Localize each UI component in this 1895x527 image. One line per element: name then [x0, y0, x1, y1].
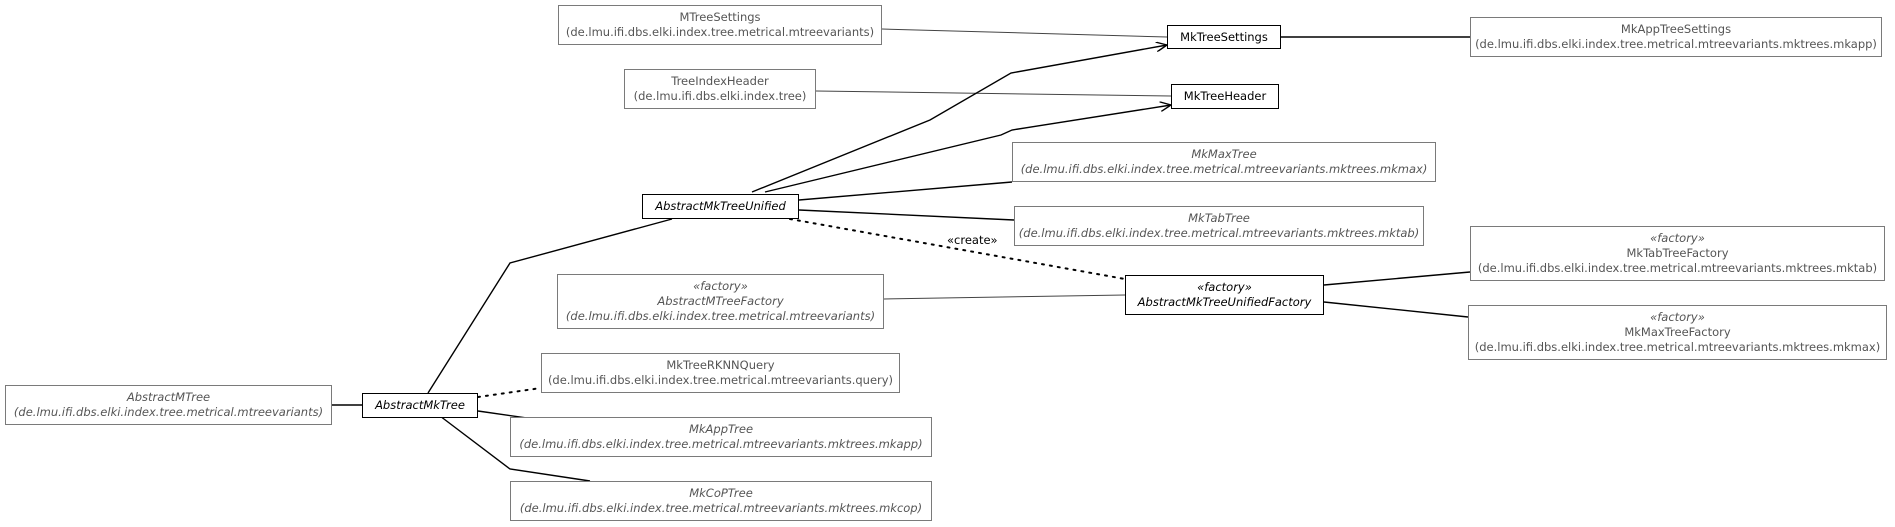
node-mktreeheader[interactable]: MkTreeHeader: [1171, 84, 1279, 109]
node-name: MTreeSettings: [679, 10, 761, 24]
node-name: AbstractMkTree: [375, 398, 465, 412]
node-mkapptreesettings[interactable]: MkAppTreeSettings (de.lmu.ifi.dbs.elki.i…: [1470, 17, 1882, 57]
node-name: MkTreeRKNNQuery: [666, 358, 775, 372]
node-name: MkAppTree: [688, 422, 754, 436]
node-abstractmtreefactory[interactable]: «factory» AbstractMTreeFactory (de.lmu.i…: [557, 274, 884, 329]
node-abstractmktree[interactable]: AbstractMkTree: [362, 393, 478, 418]
node-package: (de.lmu.ifi.dbs.elki.index.tree.metrical…: [519, 501, 923, 515]
edge-unified-mkmaxtree: [798, 181, 1013, 201]
node-mkapptree[interactable]: MkAppTree (de.lmu.ifi.dbs.elki.index.tre…: [510, 417, 932, 457]
node-name: MkCoPTree: [689, 486, 753, 500]
node-abstractmktreeunifiedfactory[interactable]: «factory» AbstractMkTreeUnifiedFactory: [1125, 275, 1324, 315]
node-mkmaxtree[interactable]: MkMaxTree (de.lmu.ifi.dbs.elki.index.tre…: [1012, 142, 1436, 182]
node-stereotype: «factory»: [693, 279, 748, 293]
node-abstractmtree[interactable]: AbstractMTree (de.lmu.ifi.dbs.elki.index…: [5, 385, 332, 425]
node-name: MkAppTreeSettings: [1620, 22, 1732, 36]
node-name: TreeIndexHeader: [671, 74, 769, 88]
node-name: MkMaxTree: [1191, 147, 1257, 161]
edge-mtreesettings-mktreesettings: [881, 28, 1168, 38]
node-name: MkTreeHeader: [1183, 89, 1267, 103]
node-package: (de.lmu.ifi.dbs.elki.index.tree.metrical…: [519, 437, 923, 451]
node-package: (de.lmu.ifi.dbs.elki.index.tree.metrical…: [1020, 162, 1428, 176]
node-mktabtree[interactable]: MkTabTree (de.lmu.ifi.dbs.elki.index.tre…: [1014, 206, 1424, 246]
node-package: (de.lmu.ifi.dbs.elki.index.tree.metrical…: [1018, 226, 1420, 240]
node-mkmaxtreefactory[interactable]: «factory» MkMaxTreeFactory (de.lmu.ifi.d…: [1468, 305, 1887, 360]
node-name: AbstractMTreeFactory: [657, 294, 784, 308]
node-name: AbstractMkTreeUnifiedFactory: [1137, 295, 1312, 309]
node-package: (de.lmu.ifi.dbs.elki.index.tree.metrical…: [1474, 340, 1881, 354]
edge-abstractmktree-rknnquery: [477, 387, 542, 398]
node-mkcoptree[interactable]: MkCoPTree (de.lmu.ifi.dbs.elki.index.tre…: [510, 481, 932, 521]
edge-mtreefactory-unifiedfactory: [883, 294, 1126, 300]
edge-treeindexheader-mktreeheader: [815, 90, 1172, 97]
node-mktabtreefactory[interactable]: «factory» MkTabTreeFactory (de.lmu.ifi.d…: [1470, 226, 1885, 281]
edge-abstractmktree-mkcoptree: [439, 415, 591, 482]
edge-unified-mktabtree: [798, 209, 1015, 221]
node-treeindexheader[interactable]: TreeIndexHeader (de.lmu.ifi.dbs.elki.ind…: [624, 69, 816, 109]
node-package: (de.lmu.ifi.dbs.elki.index.tree.metrical…: [1477, 261, 1878, 275]
node-abstractmktreeunified[interactable]: AbstractMkTreeUnified: [642, 194, 799, 219]
edge-unified-mktreesettings: [751, 45, 1167, 193]
node-stereotype: «factory»: [1650, 310, 1705, 324]
edge-unifiedfactory-mktabtreefactory: [1323, 271, 1471, 286]
node-mtreesettings[interactable]: MTreeSettings (de.lmu.ifi.dbs.elki.index…: [558, 5, 882, 45]
edge-unified-mktreeheader: [764, 105, 1171, 193]
edge-unifiedfactory-mkmaxtreefactory: [1323, 301, 1469, 318]
edge-abstractmktree-unified: [427, 218, 673, 394]
node-name: MkTabTreeFactory: [1626, 246, 1729, 260]
node-package: (de.lmu.ifi.dbs.elki.index.tree.metrical…: [565, 25, 875, 39]
create-label: «create»: [947, 233, 998, 247]
node-package: (de.lmu.ifi.dbs.elki.index.tree): [633, 89, 807, 103]
node-name: MkTabTree: [1188, 211, 1250, 225]
node-name: AbstractMkTreeUnified: [655, 199, 786, 213]
node-name: AbstractMTree: [126, 390, 211, 404]
node-stereotype: «factory»: [1197, 280, 1252, 294]
node-mktreesettings[interactable]: MkTreeSettings: [1167, 25, 1281, 49]
edge-unified-create-factory: [789, 218, 1126, 280]
node-package: (de.lmu.ifi.dbs.elki.index.tree.metrical…: [547, 373, 894, 387]
node-name: MkTreeSettings: [1180, 29, 1268, 44]
node-package: (de.lmu.ifi.dbs.elki.index.tree.metrical…: [13, 405, 324, 419]
node-name: MkMaxTreeFactory: [1624, 325, 1731, 339]
node-package: (de.lmu.ifi.dbs.elki.index.tree.metrical…: [1475, 37, 1877, 51]
node-mktreerknnquery[interactable]: MkTreeRKNNQuery (de.lmu.ifi.dbs.elki.ind…: [541, 353, 900, 393]
node-package: (de.lmu.ifi.dbs.elki.index.tree.metrical…: [565, 309, 876, 323]
node-stereotype: «factory»: [1650, 231, 1705, 245]
